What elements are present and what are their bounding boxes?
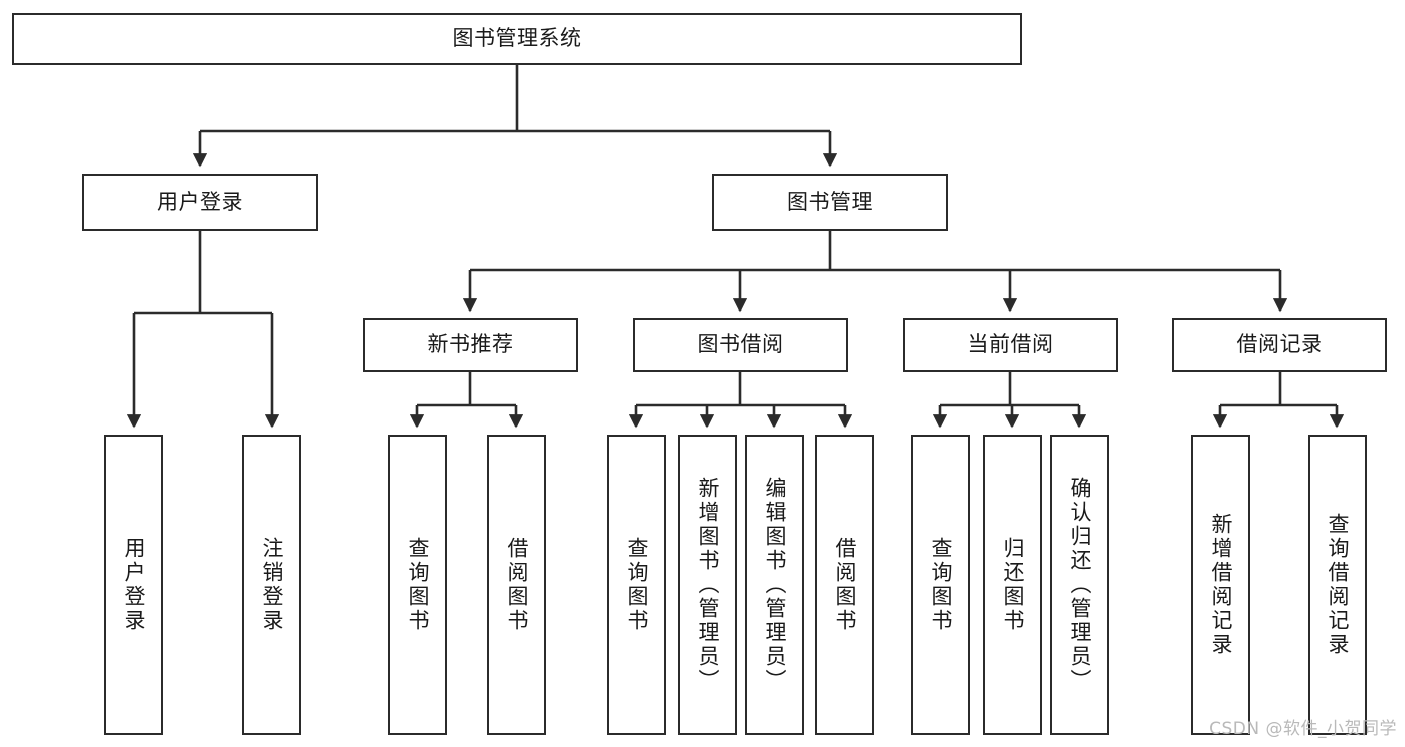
node-new-book-recommend[interactable]: 新书推荐 (363, 318, 578, 372)
leaf-node[interactable]: 新增图书（管理员） (678, 435, 737, 735)
leaf-node-label: 查询借阅记录 (1326, 513, 1350, 657)
node-new-book-recommend-label: 新书推荐 (427, 332, 514, 357)
leaf-node-label: 借阅图书 (833, 537, 857, 633)
node-user-login[interactable]: 用户登录 (82, 174, 318, 231)
leaf-node-label: 确认归还（管理员） (1068, 477, 1092, 693)
node-root[interactable]: 图书管理系统 (12, 13, 1022, 65)
leaf-node-label: 注销登录 (260, 537, 284, 633)
leaf-node-label: 新增图书（管理员） (696, 477, 720, 693)
leaf-node-label: 查询图书 (406, 537, 430, 633)
leaf-node[interactable]: 查询借阅记录 (1308, 435, 1367, 735)
leaf-node-label: 新增借阅记录 (1209, 513, 1233, 657)
leaf-node[interactable]: 新增借阅记录 (1191, 435, 1250, 735)
leaf-node-label: 查询图书 (929, 537, 953, 633)
node-book-management[interactable]: 图书管理 (712, 174, 948, 231)
node-user-login-label: 用户登录 (157, 189, 243, 214)
leaf-node[interactable]: 编辑图书（管理员） (745, 435, 804, 735)
node-borrow-records-label: 借阅记录 (1236, 332, 1323, 357)
node-borrow-records[interactable]: 借阅记录 (1172, 318, 1387, 372)
leaf-node[interactable]: 借阅图书 (815, 435, 874, 735)
leaf-node[interactable]: 用户登录 (104, 435, 163, 735)
node-current-borrow[interactable]: 当前借阅 (903, 318, 1118, 372)
node-book-borrow[interactable]: 图书借阅 (633, 318, 848, 372)
leaf-node[interactable]: 查询图书 (607, 435, 666, 735)
watermark-text: CSDN @软件_小贺同学 (1209, 719, 1397, 739)
leaf-node-label: 借阅图书 (505, 537, 529, 633)
leaf-node-label: 查询图书 (625, 537, 649, 633)
node-book-borrow-label: 图书借阅 (697, 332, 784, 357)
leaf-node[interactable]: 借阅图书 (487, 435, 546, 735)
leaf-node[interactable]: 查询图书 (388, 435, 447, 735)
node-root-label: 图书管理系统 (452, 26, 582, 51)
leaf-node-label: 用户登录 (122, 537, 146, 633)
node-current-borrow-label: 当前借阅 (967, 332, 1054, 357)
leaf-node[interactable]: 确认归还（管理员） (1050, 435, 1109, 735)
leaf-node-label: 归还图书 (1001, 537, 1025, 633)
node-book-management-label: 图书管理 (787, 189, 873, 214)
leaf-node[interactable]: 查询图书 (911, 435, 970, 735)
leaf-node-label: 编辑图书（管理员） (763, 477, 787, 693)
leaf-node[interactable]: 归还图书 (983, 435, 1042, 735)
leaf-node[interactable]: 注销登录 (242, 435, 301, 735)
